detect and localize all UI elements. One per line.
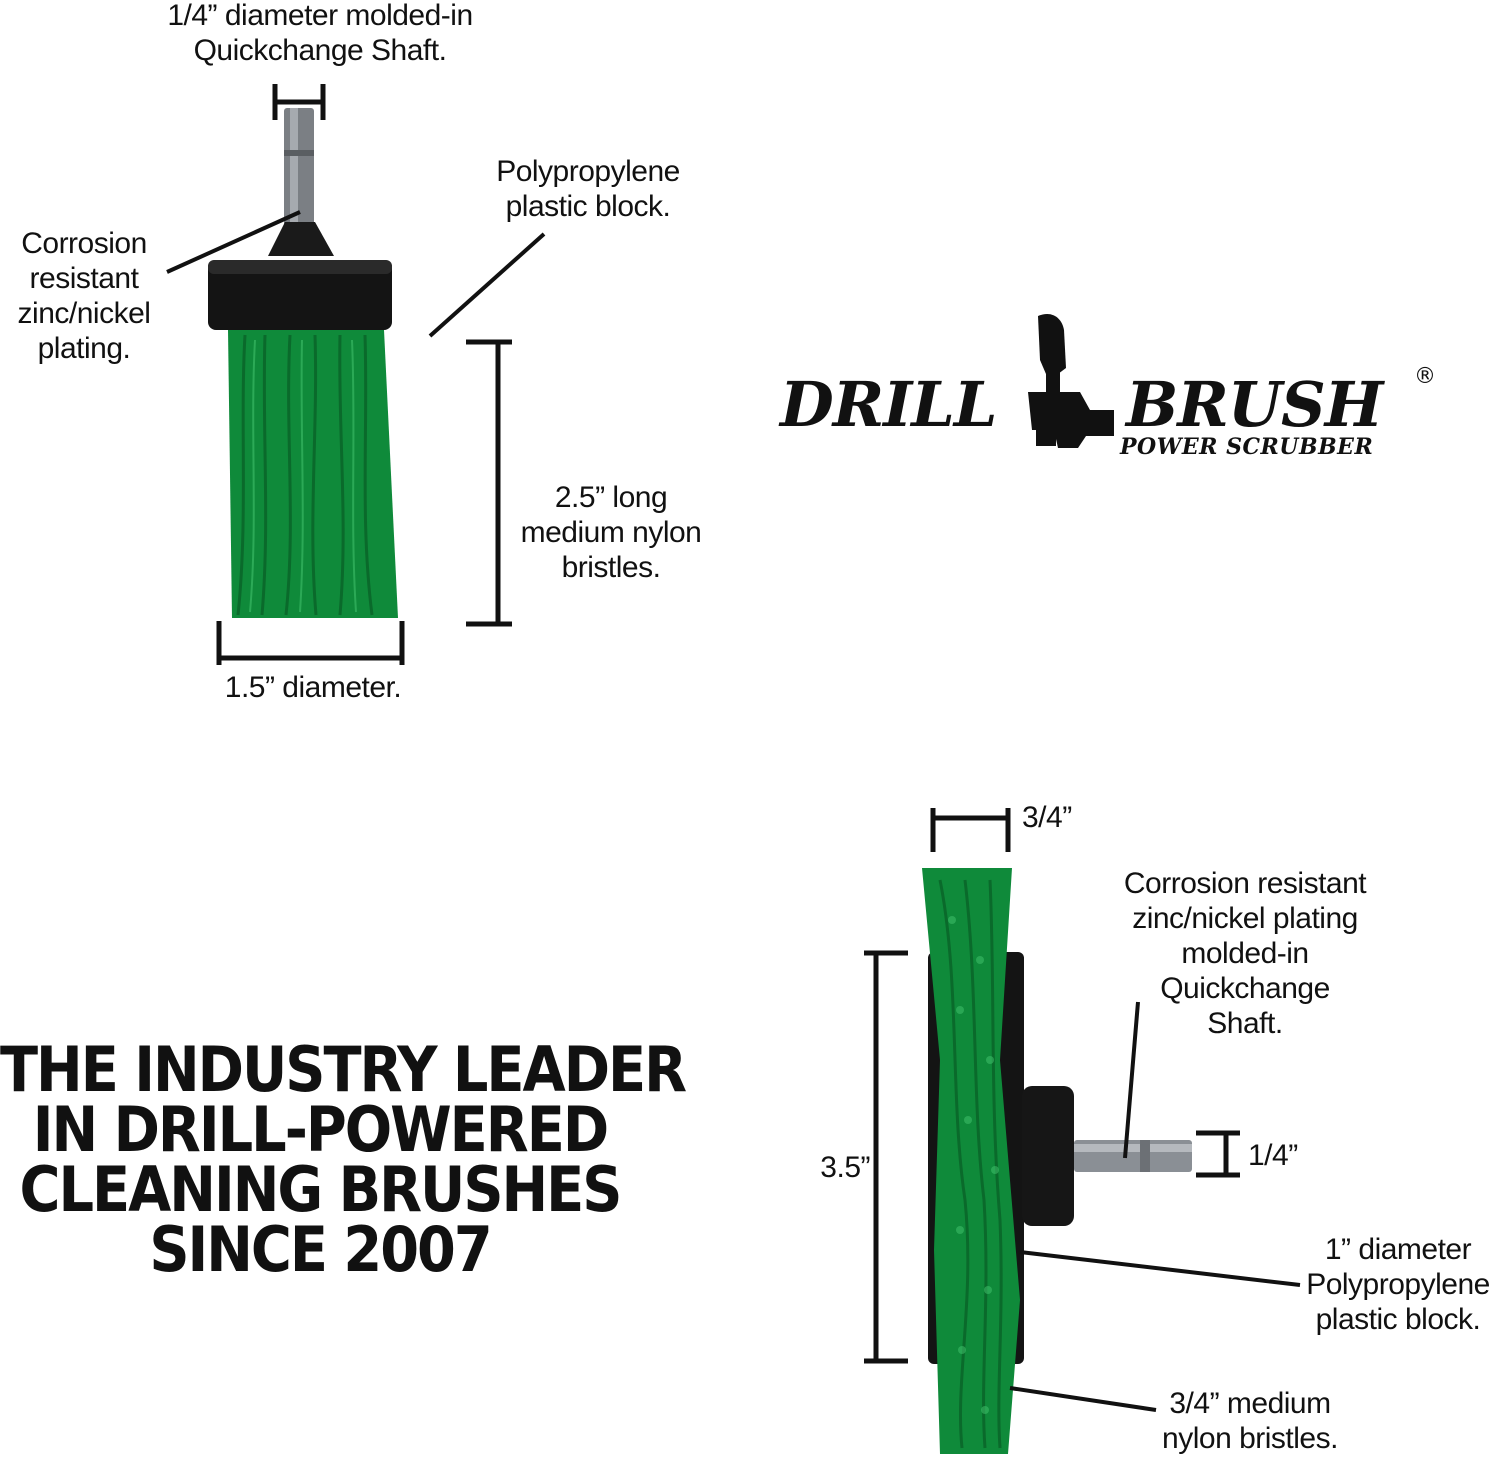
- bottom-bristle-label: 3/4” medium nylon bristles.: [1162, 1387, 1338, 1455]
- bottom-diameter-label: 3.5”: [820, 1151, 870, 1184]
- tagline-line: CLEANING BRUSHES: [19, 1153, 623, 1226]
- logo-registered-mark: ®: [1414, 364, 1436, 389]
- logo-drill-icon: [1028, 313, 1114, 448]
- bottom-plating-label: Corrosion resistant zinc/nickel plating …: [1123, 867, 1367, 1040]
- top-brush: [208, 108, 398, 618]
- tagline-line: SINCE 2007: [149, 1213, 492, 1286]
- top-cone: [268, 222, 334, 256]
- logo-word-drill: DRILL: [780, 368, 997, 441]
- top-plating-label: Corrosion resistant zinc/nickel plating.: [17, 227, 151, 365]
- top-block: [208, 260, 392, 330]
- top-block-label: Polypropylene plastic block.: [496, 155, 680, 223]
- bottom-block-label: 1” diameter Polypropylene plastic block.: [1306, 1233, 1490, 1336]
- bottom-width-label: 3/4”: [1022, 801, 1072, 834]
- logo-subtitle: POWER SCRUBBER: [1120, 434, 1374, 460]
- top-bristle-length-label: 2.5” long medium nylon bristles.: [520, 481, 702, 584]
- top-diameter-label: 1.5” diameter.: [224, 671, 402, 704]
- tagline-line: IN DRILL-POWERED: [32, 1093, 609, 1166]
- bottom-hub: [1022, 1086, 1074, 1226]
- tagline-line: THE INDUSTRY LEADER: [0, 1033, 687, 1106]
- bottom-brush: [922, 868, 1192, 1454]
- bottom-bristles: [922, 868, 1020, 1454]
- top-shaft-label: 1/4” diameter molded-in Quickchange Shaf…: [167, 0, 473, 67]
- tagline: THE INDUSTRY LEADER IN DRILL-POWERED CLE…: [0, 1033, 687, 1286]
- logo-word-brush: BRUSH: [1126, 368, 1383, 441]
- bottom-dimension-lines: [864, 808, 1301, 1412]
- bottom-shaft-label: 1/4”: [1248, 1139, 1298, 1172]
- top-dimension-lines: [166, 84, 546, 665]
